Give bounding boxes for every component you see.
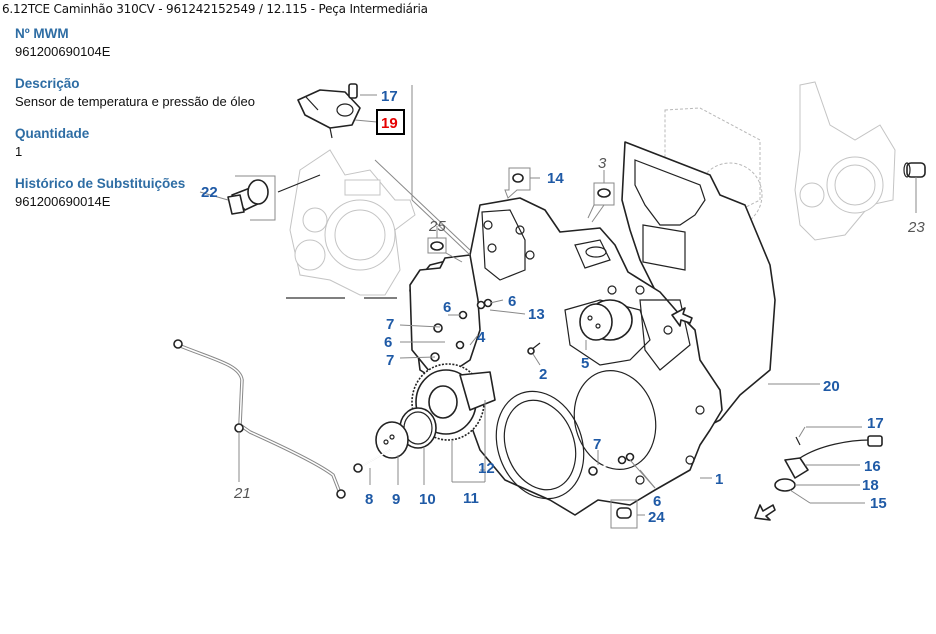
callout-7-c[interactable]: 7: [593, 436, 601, 453]
callout-6-a[interactable]: 6: [443, 299, 451, 316]
callout-5[interactable]: 5: [581, 355, 589, 372]
callout-7-a[interactable]: 7: [386, 316, 394, 333]
callout-24[interactable]: 24: [648, 509, 665, 526]
washer-part-9: [375, 421, 409, 459]
ghost-engine-block-right: [664, 81, 896, 241]
quantity-label: Quantidade: [15, 126, 90, 141]
ghost-engine-block-left: [286, 149, 416, 299]
bolts-and-washers-left: [430, 298, 541, 362]
part-details-panel: Nº MWM 961200690104E Descrição Sensor de…: [15, 25, 275, 225]
hub-part-5: [579, 299, 633, 341]
callout-9[interactable]: 9: [392, 491, 400, 508]
callout-6-b[interactable]: 6: [508, 293, 516, 310]
bolt-part-8: [353, 449, 391, 473]
callout-18[interactable]: 18: [862, 477, 879, 494]
callout-20[interactable]: 20: [823, 378, 840, 395]
callout-17-top[interactable]: 17: [381, 88, 398, 105]
leader-lines: [199, 85, 917, 516]
callout-8[interactable]: 8: [365, 491, 373, 508]
description-value: Sensor de temperatura e pressão de óleo: [15, 94, 255, 109]
callout-6-d[interactable]: 6: [653, 493, 661, 510]
callout-19-selected[interactable]: 19: [381, 115, 398, 132]
callout-2[interactable]: 2: [539, 366, 547, 383]
mwm-number-value: 961200690104E: [15, 44, 111, 59]
description-label: Descrição: [15, 76, 80, 91]
part-14-box: [504, 167, 531, 199]
selected-callout-box: [376, 109, 405, 135]
callout-1[interactable]: 1: [715, 471, 723, 488]
callout-4[interactable]: 4: [477, 329, 486, 346]
callout-10[interactable]: 10: [419, 491, 436, 508]
callout-13[interactable]: 13: [528, 306, 545, 323]
oil-pipe-part-21: [177, 343, 342, 494]
breadcrumb-title: 6.12TCE Caminhão 310CV - 961242152549 / …: [2, 2, 428, 16]
part-3-box: [587, 182, 615, 223]
history-value[interactable]: 961200690014E: [15, 194, 111, 209]
history-label: Histórico de Substituições: [15, 176, 186, 191]
quantity-value: 1: [15, 144, 23, 159]
callout-22[interactable]: 22: [201, 184, 218, 201]
callout-14[interactable]: 14: [547, 170, 564, 187]
callout-15[interactable]: 15: [870, 495, 887, 512]
sensor-part-19[interactable]: [297, 89, 361, 139]
mwm-number-label: Nº MWM: [15, 26, 69, 41]
callout-12[interactable]: 12: [478, 460, 495, 477]
callout-7-b[interactable]: 7: [386, 352, 394, 369]
callout-16[interactable]: 16: [864, 458, 881, 475]
callout-21[interactable]: 21: [233, 485, 251, 502]
callout-25[interactable]: 25: [428, 218, 446, 235]
sensor-part-22: [227, 174, 321, 221]
callout-23[interactable]: 23: [907, 219, 925, 236]
part-23: [903, 162, 926, 178]
screw-part-17-top: [348, 83, 358, 99]
sensor-assembly-right: [774, 426, 883, 492]
callout-17-right[interactable]: 17: [867, 415, 884, 432]
callout-6-c[interactable]: 6: [384, 334, 392, 351]
part-25: [427, 237, 447, 254]
direction-arrow-icon-2: [754, 504, 776, 521]
callout-3[interactable]: 3: [598, 155, 607, 172]
direction-arrow-icon: [671, 307, 693, 327]
callout-11[interactable]: 11: [463, 490, 479, 507]
part-24-box: [610, 499, 638, 529]
